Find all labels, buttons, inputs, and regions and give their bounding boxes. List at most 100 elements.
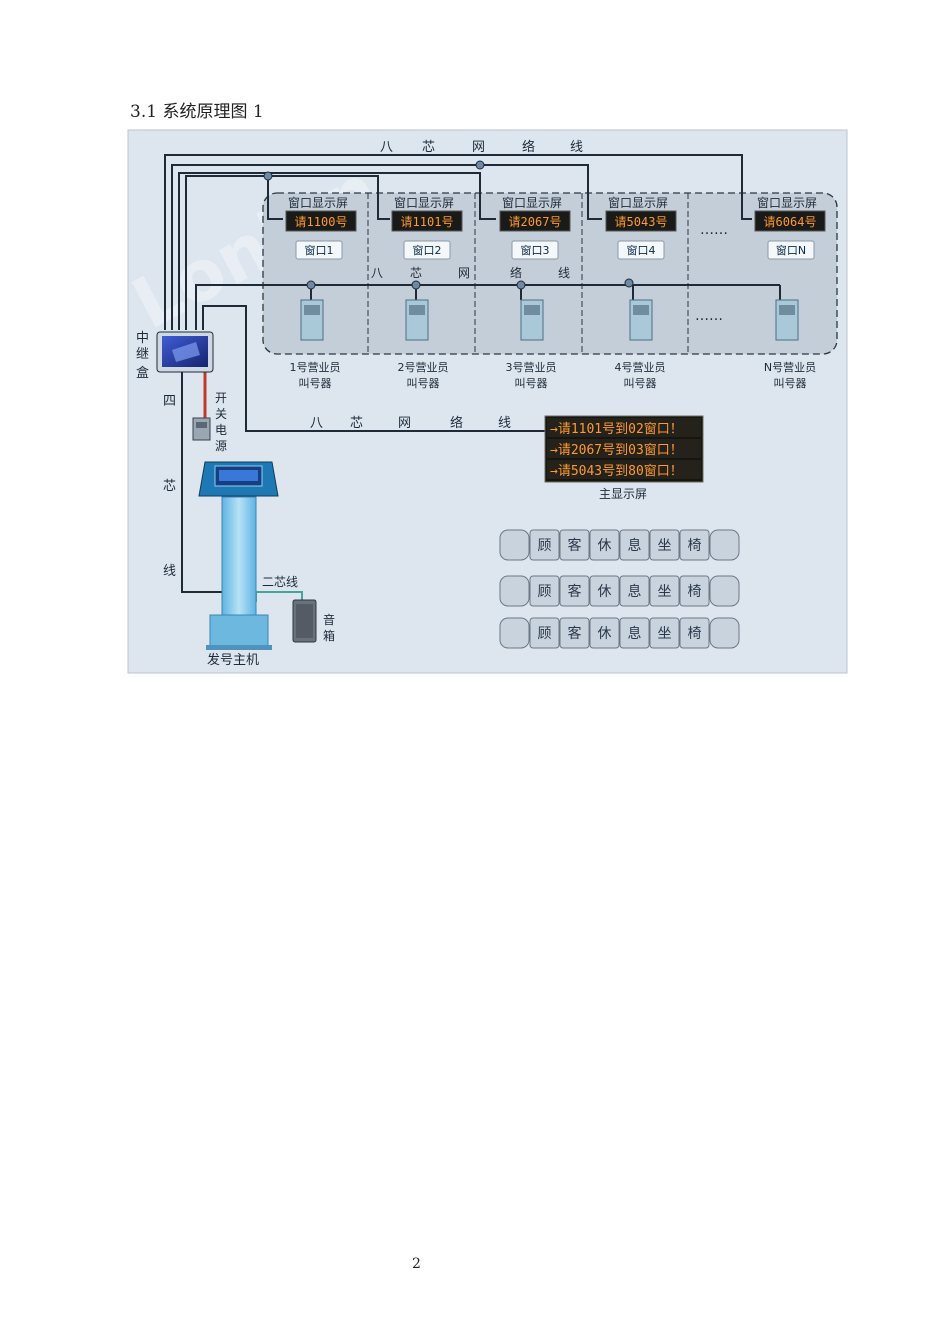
seat-label: 顾: [538, 626, 552, 642]
seat-label: 坐: [658, 538, 672, 554]
window-plate-text: 窗口3: [521, 243, 550, 257]
svg-text:开: 开: [215, 391, 227, 405]
svg-text:络: 络: [450, 415, 463, 431]
bottom-cable-label: 八 芯 网 络 线: [310, 415, 511, 431]
customer-seating: 顾客休息坐椅顾客休息坐椅顾客休息坐椅: [499, 529, 740, 649]
svg-text:箱: 箱: [323, 628, 335, 643]
speaker: [292, 599, 317, 643]
seat: [499, 529, 530, 561]
svg-text:叫号器: 叫号器: [407, 377, 440, 390]
svg-text:4号营业员: 4号营业员: [615, 360, 666, 374]
seat: [709, 575, 740, 607]
window-1: 窗口显示屏 请1100号 窗口1 1号营业员 叫号器: [285, 196, 357, 390]
power-switch-label: 开 关 电 源: [215, 391, 227, 453]
window-3: 窗口显示屏 请2067号 窗口3 3号营业员 叫号器: [499, 196, 571, 390]
seat-label: 椅: [688, 538, 702, 554]
svg-text:叫号器: 叫号器: [515, 377, 548, 390]
main-display: →请1101号到02窗口！ →请2067号到03窗口！ →请5043号到80窗口…: [544, 415, 704, 483]
svg-text:1号营业员: 1号营业员: [290, 360, 341, 374]
svg-text:3号营业员: 3号营业员: [506, 360, 557, 374]
svg-text:电: 电: [215, 423, 227, 437]
main-display-line: →请1101号到02窗口！: [550, 421, 683, 437]
seat: [619, 529, 650, 561]
seat-label: 坐: [658, 584, 672, 600]
window-display-screen: [605, 210, 677, 232]
window-display-label: 窗口显示屏: [502, 196, 562, 210]
svg-text:芯: 芯: [163, 479, 176, 494]
main-display-line: →请5043号到80窗口！: [550, 463, 683, 479]
seat-row: 顾客休息坐椅: [499, 617, 740, 649]
seat-label: 休: [598, 584, 612, 600]
svg-text:四: 四: [163, 394, 176, 409]
seat: [499, 617, 530, 649]
window-plate: [511, 240, 559, 260]
two-core-label: 二芯线: [262, 575, 298, 589]
seat-label: 坐: [658, 626, 672, 642]
seat-label: 顾: [538, 538, 552, 554]
svg-text:芯: 芯: [410, 266, 422, 280]
svg-text:继: 继: [136, 347, 149, 362]
seat-label: 息: [628, 537, 642, 554]
window-plate-text: 窗口2: [413, 243, 442, 257]
window-display-text: 请1100号: [295, 215, 348, 229]
window-n: 窗口显示屏 请6064号 窗口N N号营业员 叫号器: [754, 196, 826, 390]
svg-text:音: 音: [323, 612, 335, 627]
svg-text:叫号器: 叫号器: [774, 377, 807, 390]
seat-label: 息: [628, 583, 642, 600]
seat-row: 顾客休息坐椅: [499, 575, 740, 607]
window-display-text: 请2067号: [509, 215, 562, 229]
svg-text:络: 络: [522, 139, 535, 155]
svg-text:八: 八: [310, 416, 323, 431]
seat: [709, 617, 740, 649]
window-plate-text: 窗口4: [627, 243, 656, 257]
svg-text:源: 源: [215, 439, 227, 453]
seat: [529, 575, 560, 607]
svg-text:关: 关: [215, 407, 227, 421]
window-display-text: 请5043号: [615, 215, 668, 229]
callers-ellipsis: ……: [695, 308, 723, 324]
window-display-screen: [754, 210, 826, 232]
svg-text:络: 络: [510, 265, 522, 280]
seat: [589, 529, 620, 561]
windows-ellipsis: ……: [700, 222, 728, 238]
page-number: 2: [412, 1256, 421, 1272]
seat: [649, 617, 680, 649]
mid-cable-label: 八 芯 网 络 线: [371, 265, 570, 280]
window-plate: [295, 240, 343, 260]
seat: [529, 529, 560, 561]
seat-label: 椅: [688, 584, 702, 600]
window-2: 窗口显示屏 请1101号 窗口2 2号营业员 叫号器: [391, 196, 463, 390]
seat: [589, 617, 620, 649]
ticket-machine-label: 发号主机: [207, 652, 259, 668]
svg-text:中: 中: [136, 331, 149, 346]
seat: [619, 575, 650, 607]
seat-label: 客: [568, 625, 582, 642]
svg-text:网: 网: [458, 266, 470, 280]
cable-junctions: [263, 160, 634, 290]
seat: [619, 617, 650, 649]
seat: [679, 529, 710, 561]
seat: [559, 617, 590, 649]
seat: [679, 575, 710, 607]
main-display-label: 主显示屏: [599, 487, 647, 501]
svg-text:线: 线: [498, 416, 511, 431]
seat-label: 息: [628, 625, 642, 642]
seat-label: 椅: [688, 626, 702, 642]
seat: [649, 529, 680, 561]
svg-text:2号营业员: 2号营业员: [398, 360, 449, 374]
svg-text:线: 线: [558, 266, 570, 280]
seat: [709, 529, 740, 561]
window-plate-text: 窗口N: [776, 243, 806, 257]
seat: [529, 617, 560, 649]
svg-text:芯: 芯: [422, 140, 435, 155]
window-display-screen: [285, 210, 357, 232]
seat: [649, 575, 680, 607]
window-display-label: 窗口显示屏: [288, 196, 348, 210]
svg-text:N号营业员: N号营业员: [764, 360, 816, 374]
window-plate-text: 窗口1: [305, 243, 334, 257]
svg-text:叫号器: 叫号器: [624, 377, 657, 390]
window-display-text: 请6064号: [764, 215, 817, 229]
speaker-label: 音 箱: [323, 612, 335, 643]
svg-text:八: 八: [380, 140, 393, 155]
section-heading: 3.1 系统原理图 1: [130, 102, 264, 122]
